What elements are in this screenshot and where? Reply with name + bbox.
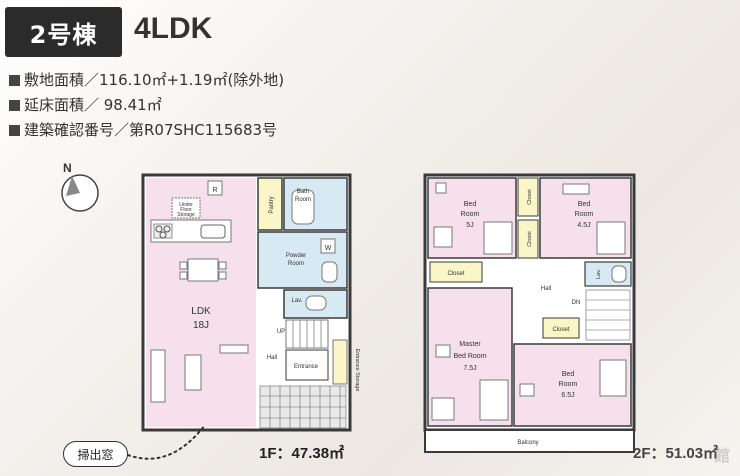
lav-label: Lav. xyxy=(292,298,303,304)
layout-type-title: 4LDK xyxy=(134,12,213,45)
entrance-storage-label: Entrance Storage xyxy=(354,349,360,392)
site-area-line: 敷地面積／116.10㎡+1.19㎡(除外地) xyxy=(9,68,284,93)
floor1-plan: Under Floor Storage R LDK 18J Pantry Bat… xyxy=(127,173,360,460)
confirmation-line: 建築確認番号／第R07SHC115683号 xyxy=(9,118,284,143)
closet-mid-label: Closet xyxy=(527,231,533,247)
stairs-1f xyxy=(285,319,329,349)
bed3-size: 6.5J xyxy=(561,392,574,399)
bath-label: Bath xyxy=(297,189,309,195)
confirmation-text: 建築確認番号／第R07SHC115683号 xyxy=(24,121,278,139)
bed2-label2: Room xyxy=(575,211,594,218)
building-badge-text: 2号棟 xyxy=(29,20,98,49)
floor-area-text: 延床面積／ 98.41㎡ xyxy=(24,96,162,114)
floor2-area-label: 2F：51.03㎡ xyxy=(633,445,719,462)
bed1-size: 5J xyxy=(466,222,473,229)
hall2-label: Hall xyxy=(541,286,551,292)
bed3-label2: Room xyxy=(559,381,578,388)
balcony-label: Balcony xyxy=(517,440,538,446)
compass-icon: N xyxy=(61,161,99,212)
w-mark: W xyxy=(325,245,332,252)
entrance-area xyxy=(285,349,329,381)
bed3-label: Bed xyxy=(562,371,575,378)
watermark: 館 xyxy=(713,446,730,465)
bullet-square-icon xyxy=(9,75,20,86)
under-floor-label3: Storage xyxy=(177,212,195,218)
master-label: Master xyxy=(459,341,481,348)
bed1-label2: Room xyxy=(461,211,480,218)
bullet-square-icon xyxy=(9,100,20,111)
lav2-label: Lav. xyxy=(596,269,602,279)
closet-top-label: Closet xyxy=(527,189,533,205)
bed2-label: Bed xyxy=(578,201,591,208)
stairs-2f xyxy=(585,289,631,341)
entrance-label: Entrance xyxy=(294,364,319,370)
ldk-label: LDK xyxy=(191,306,211,317)
ldk-size: 18J xyxy=(193,320,209,331)
under-floor-label: Under xyxy=(179,202,193,208)
property-info: 敷地面積／116.10㎡+1.19㎡(除外地) 延床面積／ 98.41㎡ 建築確… xyxy=(9,68,284,143)
under-floor-label2: Floor xyxy=(180,207,192,213)
floor-area-line: 延床面積／ 98.41㎡ xyxy=(9,93,284,118)
hall-label: Hall xyxy=(267,355,277,361)
floor1-area-label: 1F：47.38㎡ xyxy=(259,445,345,462)
building-badge: 2号棟 xyxy=(5,7,122,57)
floor2-plan: Bed Room 5J Closet Closet Bed Room 4.5J … xyxy=(423,173,636,453)
balcony xyxy=(424,429,635,453)
closet-right-label: Closet xyxy=(552,327,569,333)
up-label: UP xyxy=(277,329,285,335)
bath-label2: Room xyxy=(295,197,311,203)
entrance-tiles xyxy=(259,385,347,429)
powder-label: Powder xyxy=(286,253,306,259)
master-size: 7.5J xyxy=(463,365,476,372)
closet-left-label: Closet xyxy=(447,271,464,277)
sweep-window-text: 掃出窓 xyxy=(77,447,114,462)
dn-label: DN xyxy=(572,300,581,306)
pantry-room xyxy=(257,177,283,231)
bullet-square-icon xyxy=(9,125,20,136)
sweep-window-callout: 掃出窓 xyxy=(63,441,128,467)
site-area-text: 敷地面積／116.10㎡+1.19㎡(除外地) xyxy=(24,71,285,89)
bed2-size: 4.5J xyxy=(577,222,590,229)
powder-label2: Room xyxy=(288,261,304,267)
r-mark: R xyxy=(212,187,217,194)
compass-n-label: N xyxy=(63,161,72,175)
pantry-label: Pantry xyxy=(269,196,275,213)
bed1-label: Bed xyxy=(464,201,477,208)
master-label2: Bed Room xyxy=(453,353,486,360)
